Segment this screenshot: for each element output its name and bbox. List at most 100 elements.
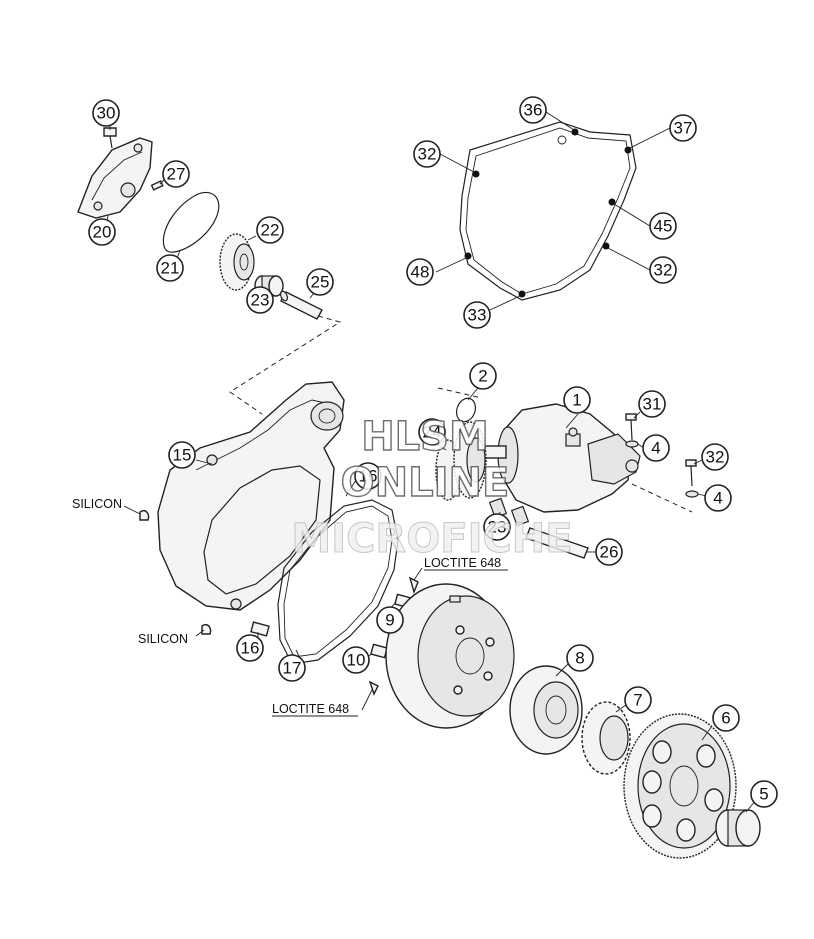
callout-32: 32 [413, 140, 441, 168]
svg-text:15: 15 [173, 446, 192, 465]
callout-9: 9 [376, 606, 404, 634]
svg-text:26: 26 [600, 543, 619, 562]
bolt-32-part [685, 459, 699, 498]
svg-text:32: 32 [654, 261, 673, 280]
callout-45: 45 [649, 212, 677, 240]
svg-text:16: 16 [241, 639, 260, 658]
ignition-cover-gasket-part [459, 121, 637, 301]
silicon-note-bottom: SILICON [138, 632, 188, 646]
svg-text:1: 1 [572, 391, 581, 410]
callout-10: 10 [342, 646, 370, 674]
callout-36: 36 [519, 96, 547, 124]
callout-6: 6 [712, 704, 740, 732]
callout-16: 16 [236, 634, 264, 662]
loctite-note-bottom: LOCTITE 648 [272, 702, 349, 716]
svg-text:22: 22 [261, 221, 280, 240]
screw-10-part [368, 643, 388, 696]
ring-gear-part [623, 713, 737, 859]
svg-text:23: 23 [488, 518, 507, 537]
loctite-note-top: LOCTITE 648 [424, 556, 501, 570]
svg-text:45: 45 [654, 217, 673, 236]
callout-7: 7 [624, 686, 652, 714]
svg-text:25: 25 [311, 273, 330, 292]
callout-30: 30 [92, 99, 120, 127]
gear-part [219, 233, 255, 291]
sealant-drop-bottom [201, 624, 212, 635]
svg-text:37: 37 [674, 119, 693, 138]
callout-23: 23 [246, 286, 274, 314]
callout-5: 5 [750, 780, 778, 808]
svg-text:23: 23 [251, 291, 270, 310]
callout-37: 37 [669, 114, 697, 142]
dowel-pin-part [250, 621, 270, 637]
intermediate-gear-part [435, 421, 487, 501]
silicon-note-top: SILICON [72, 497, 122, 511]
cover-gasket-part [277, 499, 399, 665]
callout-15: 15 [168, 441, 196, 469]
assembly-dashed-lines [229, 315, 693, 513]
callout-1: 1 [563, 386, 591, 414]
needle-bearing-5-part [715, 809, 761, 847]
sprag-clutch-part [581, 701, 631, 775]
o-ring-part [455, 397, 477, 423]
svg-text:31: 31 [643, 395, 662, 414]
shaft-pin-part [279, 290, 323, 320]
svg-text:32: 32 [418, 145, 437, 164]
pin-small-part [150, 180, 164, 191]
callout-48: 48 [406, 258, 434, 286]
svg-text:32: 32 [706, 448, 725, 467]
callout-4: 4 [704, 484, 732, 512]
bolt-31-part [625, 413, 639, 448]
callout-24: 24 [418, 418, 446, 446]
watermark-line-1: HLSM [361, 414, 489, 460]
watermark-line-3: MICROFICHE [291, 516, 572, 562]
callout-27: 27 [162, 160, 190, 188]
callout-4: 4 [642, 434, 670, 462]
callout-16: 16 [354, 462, 382, 490]
o-ring-gasket-part [162, 191, 220, 253]
callout-32: 32 [701, 443, 729, 471]
freewheel-hub-part [509, 665, 583, 755]
svg-text:30: 30 [97, 104, 116, 123]
callout-21: 21 [156, 254, 184, 282]
svg-text:8: 8 [575, 649, 584, 668]
callout-31: 31 [638, 390, 666, 418]
svg-text:4: 4 [651, 439, 660, 458]
callout-8: 8 [566, 644, 594, 672]
water-pump-cover-part [77, 137, 153, 219]
sealant-drop-top [139, 510, 150, 521]
svg-text:48: 48 [411, 263, 430, 282]
ignition-cover-part [157, 381, 345, 611]
svg-text:33: 33 [468, 306, 487, 325]
callout-25: 25 [306, 268, 334, 296]
callout-17: 17 [278, 654, 306, 682]
svg-text:17: 17 [283, 659, 302, 678]
svg-text:4: 4 [713, 489, 722, 508]
callout-26: 26 [595, 538, 623, 566]
svg-text:2: 2 [478, 367, 487, 386]
svg-text:9: 9 [385, 611, 394, 630]
svg-text:20: 20 [93, 223, 112, 242]
svg-text:16: 16 [359, 467, 378, 486]
watermark-line-2: ONLINE [341, 460, 510, 506]
callout-20: 20 [88, 218, 116, 246]
svg-text:21: 21 [161, 259, 180, 278]
starter-motor-part [483, 403, 641, 513]
callout-22: 22 [256, 216, 284, 244]
callout-2: 2 [469, 362, 497, 390]
svg-text:10: 10 [347, 651, 366, 670]
flywheel-rotor-part [385, 583, 515, 729]
svg-text:6: 6 [721, 709, 730, 728]
svg-text:24: 24 [423, 423, 442, 442]
screw-part [103, 127, 117, 149]
starter-shaft-part [525, 527, 589, 559]
svg-text:5: 5 [759, 785, 768, 804]
callout-33: 33 [463, 301, 491, 329]
svg-text:36: 36 [524, 101, 543, 120]
watermark: HLSM ONLINE MICROFICHE [291, 413, 573, 562]
svg-text:27: 27 [167, 165, 186, 184]
callout-23: 23 [483, 513, 511, 541]
callout-32: 32 [649, 256, 677, 284]
svg-text:7: 7 [633, 691, 642, 710]
